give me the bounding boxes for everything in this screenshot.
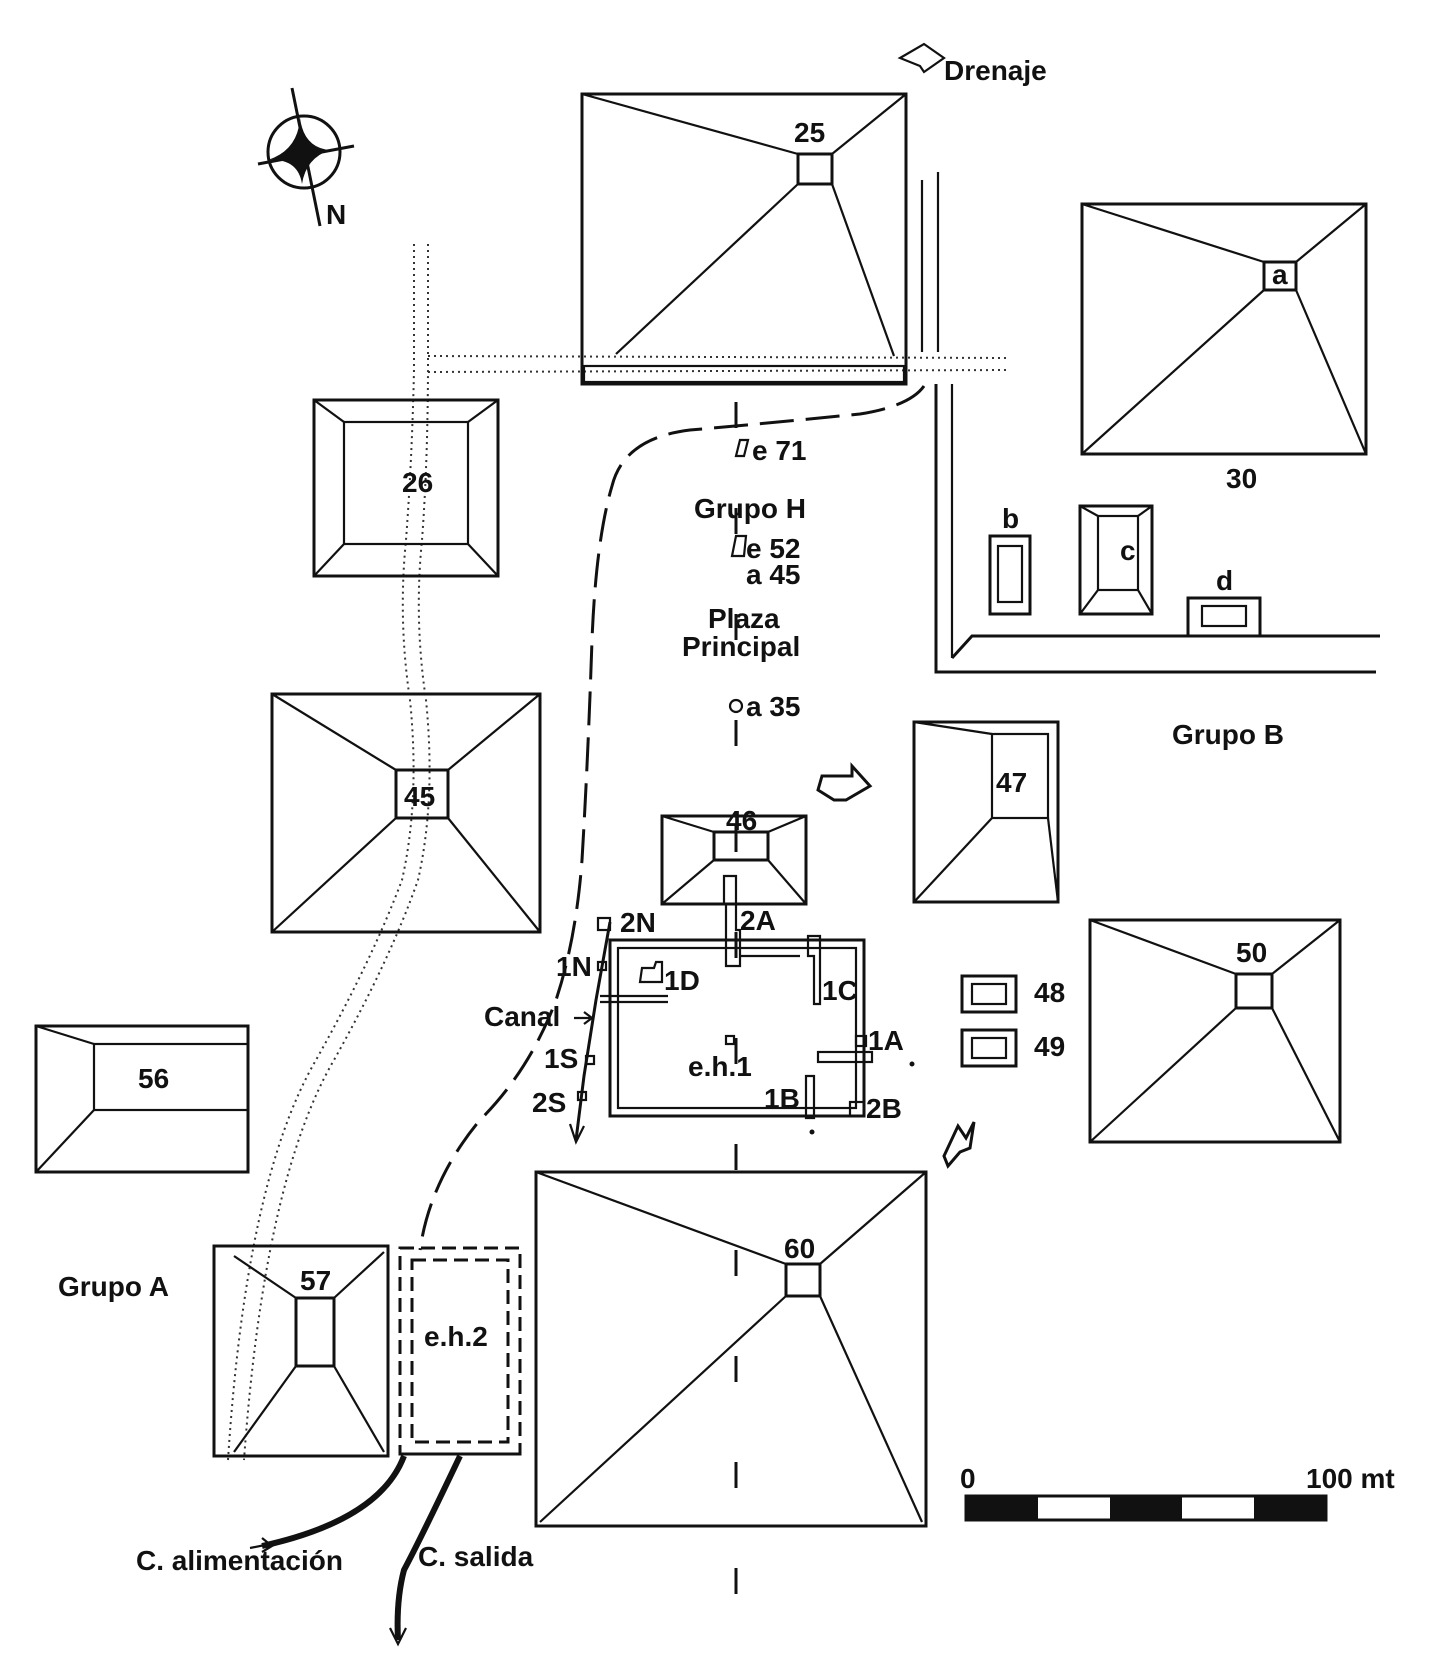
work-2A-label: 2A [740,905,776,936]
compass: N [257,87,355,230]
structure-b-label: b [1002,503,1019,534]
structure-30-label: 30 [1226,463,1257,494]
label-c-salida: C. salida [418,1541,534,1572]
structure-c-label: c [1120,535,1136,566]
stela-e71-icon [734,438,750,458]
scale-end-label: 100 mt [1306,1463,1395,1494]
structure-57-label: 57 [300,1265,331,1296]
structure-25-label: 25 [794,117,825,148]
eh1-center-marker [724,1034,736,1046]
work-1D-label: 1D [664,965,700,996]
scale-bar: 0 100 mt [960,1463,1395,1522]
structure-49-label: 49 [1034,1031,1065,1062]
structure-46-label: 46 [726,805,757,836]
structure-45-label: 45 [404,781,435,812]
structure-50-label: 50 [1236,937,1267,968]
work-1B-label: 1B [764,1083,800,1114]
dashed-routes [418,385,926,1630]
work-1C-label: 1C [822,975,858,1006]
marker-a45: a 45 [746,559,801,590]
label-plaza-line1: Plaza [708,603,780,634]
structure-d-label: d [1216,565,1233,596]
canal-arrow-icon [574,1011,594,1025]
structure-26-label: 26 [402,467,433,498]
structure-56: 56 [34,1024,250,1174]
structure-48-label: 48 [1034,977,1065,1008]
marker-e52: e 52 [746,533,801,564]
marker-e71: e 71 [752,435,807,466]
label-drenaje: Drenaje [944,55,1047,86]
feeder-canals: C. alimentación C. salida [136,1454,534,1647]
structure-48: 48 [960,974,1065,1014]
structure-30: a 30 [1080,202,1368,494]
structure-60: 60 [534,1170,928,1528]
work-2B-label: 2B [866,1093,902,1124]
label-canal: Canal [484,1001,560,1032]
marker-a35: a 35 [746,691,801,722]
eh1-label: e.h.1 [688,1051,752,1082]
compass-ring [266,114,342,190]
flow-arrow-2-icon [942,1121,976,1169]
label-grupo-a: Grupo A [58,1271,169,1302]
structure-50: 50 [1088,918,1342,1144]
work-1A-label: 1A [868,1025,904,1056]
structure-25: 25 [580,92,908,386]
structure-47-label: 47 [996,767,1027,798]
structure-57: 57 [212,1244,390,1458]
compass-star-icon [268,118,330,184]
scale-start-label: 0 [960,1463,976,1494]
work-2N-label: 2N [620,907,656,938]
dotted-paths [227,172,1009,1461]
structure-49: 49 [960,1028,1065,1068]
structure-56-label: 56 [138,1063,169,1094]
work-2S-label: 2S [532,1087,566,1118]
compass-north-label: N [326,199,346,230]
drenaje-arrow-icon [897,42,946,74]
drenaje-arrow: Drenaje [897,42,1047,86]
label-plaza-line2: Principal [682,631,800,662]
structure-46: 46 [660,805,808,906]
structure-a-label: a [1272,259,1288,290]
stela-e52-icon [730,534,748,558]
label-grupo-h: Grupo H [694,493,806,524]
structure-47: 47 [912,720,1060,904]
structure-60-label: 60 [784,1233,815,1264]
label-grupo-b: Grupo B [1172,719,1284,750]
water-tank-eh1: e.h.1 2A 1C 1D 1A 1B 2B 2N 1N 1S [484,874,915,1145]
altar-a35-icon [728,698,744,714]
label-c-alimentacion: C. alimentación [136,1545,343,1576]
structure-45: 45 [270,692,542,934]
work-1N-label: 1N [556,951,592,982]
flow-arrow-1-icon [816,762,873,802]
grupo-b-enclosure: b c d [934,384,1380,674]
work-1S-label: 1S [544,1043,578,1074]
grupo-h-markers: e 71 Grupo H e 52 a 45 Plaza Principal a… [682,435,807,722]
structure-26: 26 [312,398,500,578]
eh2-label: e.h.2 [424,1321,488,1352]
water-tank-eh2: e.h.2 [398,1246,522,1456]
